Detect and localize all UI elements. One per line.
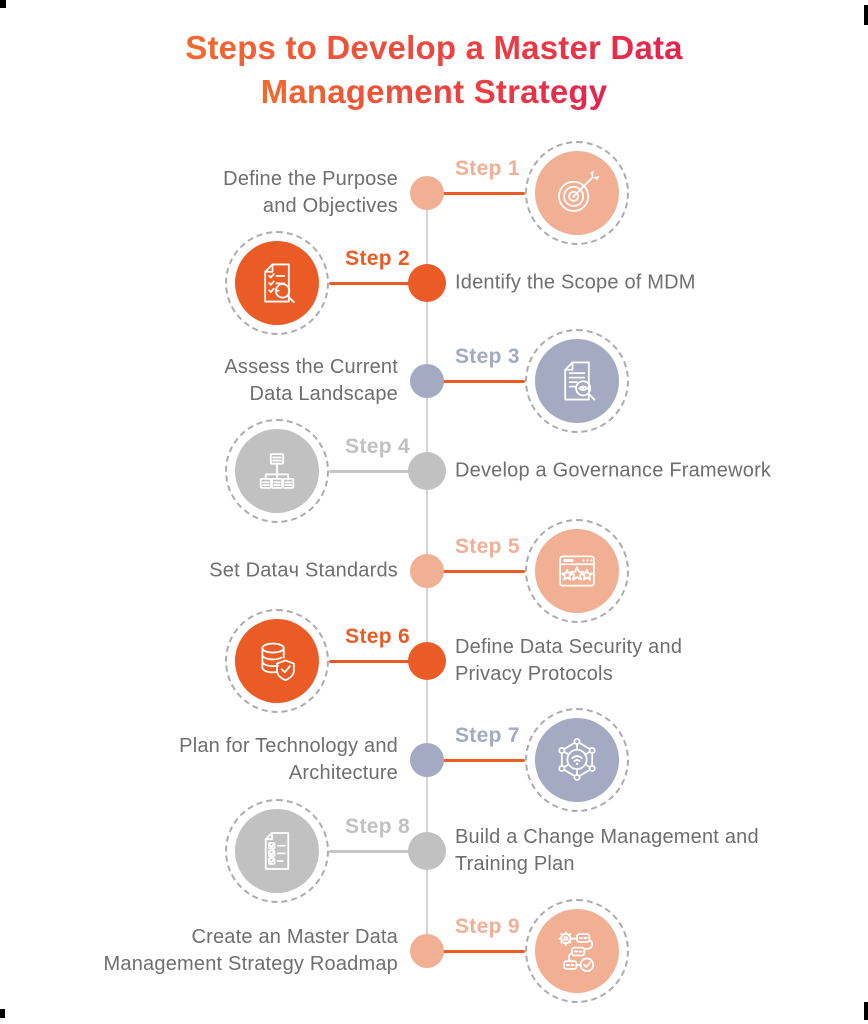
browser-stars-icon [559,555,595,587]
step-title: Develop a Governance Framework [455,459,772,482]
page-title-line1: Steps to Develop a Master Data [185,26,683,70]
timeline-node [410,554,444,588]
timeline-node [410,176,444,210]
checklist-magnifier-icon [264,263,295,304]
step-number-label: Step 6 [345,625,410,648]
step-connector [329,849,427,853]
corner-artifact [0,0,6,8]
step-title: Plan for Technology and Architecture [179,735,398,784]
timeline-node [410,934,444,968]
timeline-node [408,832,446,870]
step-icon-ring [225,609,329,713]
network-hexagon-icon-circle [535,718,619,802]
step-number-label: Step 3 [455,345,520,368]
step-title: Assess the Current Data Landscape [224,356,398,405]
step-connector [329,469,427,473]
checklist-icon-circle [235,809,319,893]
timeline-node [408,264,446,302]
step-connector [427,758,525,762]
step-number-label: Step 9 [455,915,520,938]
step-connector [329,659,427,663]
timeline-node [410,743,444,777]
step-number-label: Step 4 [345,435,410,458]
hierarchy-icon-circle [235,429,319,513]
step-title: Build a Change Management and Training P… [455,826,759,875]
step-number-label: Step 1 [455,157,520,180]
browser-stars-icon-circle [535,529,619,613]
target-icon [558,170,600,212]
timeline-node [410,364,444,398]
document-magnifier-icon-circle [535,339,619,423]
step-connector [329,281,427,285]
step-connector [427,191,525,195]
step-title: Create an Master Data Management Strateg… [103,926,398,975]
step-icon-ring [525,899,629,1003]
step-title: Define the Purpose and Objectives [223,168,398,217]
corner-artifact [0,1009,5,1018]
page-title: Steps to Develop a Master Data Managemen… [0,26,868,113]
corner-artifact [864,1002,868,1020]
step-number-label: Step 8 [345,815,410,838]
step-icon-ring [225,799,329,903]
step-connector [427,569,525,573]
step-connector [427,379,525,383]
step-connector [427,949,525,953]
document-magnifier-icon [564,361,596,401]
step-number-label: Step 2 [345,247,410,270]
step-icon-ring [225,419,329,523]
timeline-node [408,452,446,490]
step-icon-ring [525,519,629,623]
step-title: Set Dataч Standards [209,559,398,582]
checklist-icon [264,832,290,870]
process-roadmap-icon-circle [535,909,619,993]
step-title: Define Data Security and Privacy Protoco… [455,636,683,685]
database-shield-icon [261,642,295,682]
checklist-magnifier-icon-circle [235,241,319,325]
step-icon-ring [225,231,329,335]
page-title-line2: Management Strategy [261,70,608,114]
process-roadmap-icon [558,931,595,972]
timeline-node [408,642,446,680]
step-title: Identify the Scope of MDM [455,271,696,294]
target-icon-circle [535,151,619,235]
step-icon-ring [525,708,629,812]
database-shield-icon-circle [235,619,319,703]
network-hexagon-icon [558,737,596,781]
corner-artifact [864,5,868,25]
step-icon-ring [525,329,629,433]
step-number-label: Step 5 [455,535,520,558]
hierarchy-icon [259,453,295,489]
step-number-label: Step 7 [455,724,520,747]
step-icon-ring [525,141,629,245]
